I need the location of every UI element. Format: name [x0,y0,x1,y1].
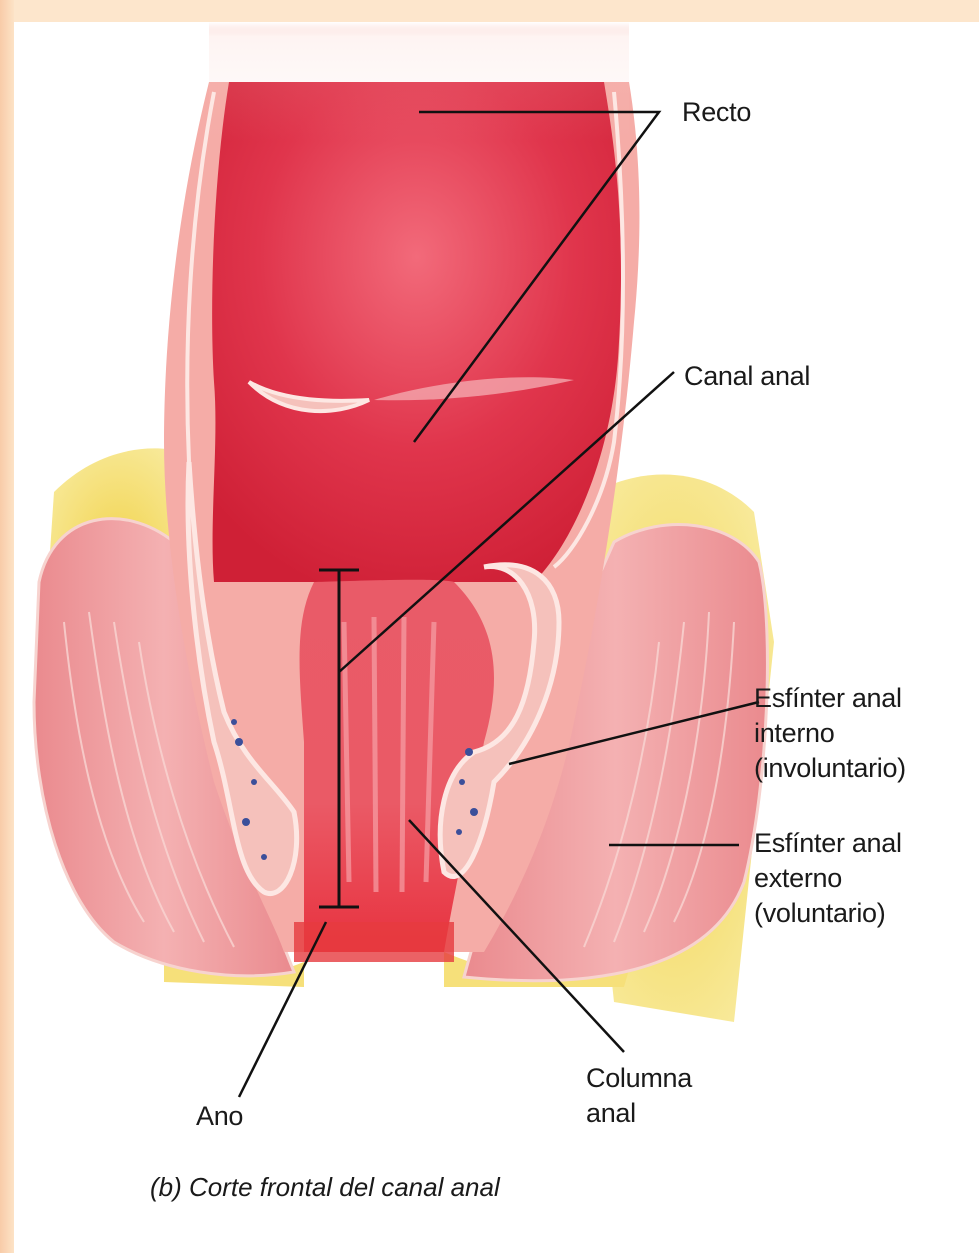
page-frame-top [0,0,979,22]
label-ano: Ano [196,1100,243,1133]
label-recto: Recto [682,96,751,129]
diagram-canvas: Recto Canal anal Esfínter anal interno (… [14,22,979,1253]
figure-caption: (b) Corte frontal del canal anal [150,1172,500,1203]
label-esfinter-externo-line1: Esfínter anal [754,827,902,860]
top-fade [209,22,629,142]
label-esfinter-interno-line2: interno [754,717,834,750]
anal-canal-illustration [14,22,979,1253]
page-frame-left [0,0,14,1253]
label-columna-line1: Columna [586,1062,692,1095]
rectal-lumen [212,82,621,582]
label-columna-line2: anal [586,1097,636,1130]
label-esfinter-interno-line3: (involuntario) [754,752,906,785]
label-canal-anal: Canal anal [684,360,810,393]
label-esfinter-interno-line1: Esfínter anal [754,682,902,715]
label-esfinter-externo-line3: (voluntario) [754,897,885,930]
anal-opening [294,922,454,962]
label-esfinter-externo-line2: externo [754,862,842,895]
